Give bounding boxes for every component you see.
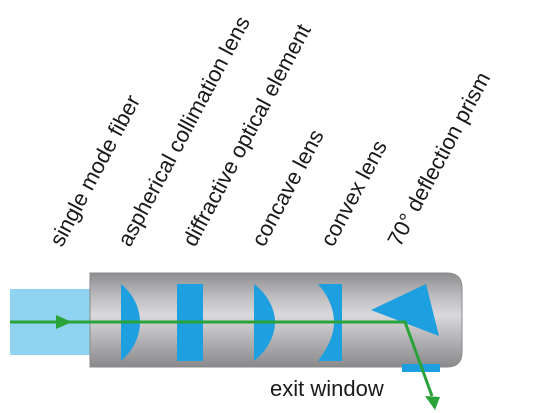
beam-arrow-mid <box>56 315 72 329</box>
label-exit-window: exit window <box>270 376 384 401</box>
laser-beam <box>10 320 434 397</box>
label-convex-lens: convex lens <box>315 136 392 250</box>
convex-lens <box>318 284 342 361</box>
beam-arrow-exit <box>425 396 440 410</box>
label-deflection-prism: 70° deflection prism <box>382 68 495 251</box>
label-concave-lens: concave lens <box>246 125 328 250</box>
deflection-prism <box>371 284 439 336</box>
label-diffractive-optical-element: diffractive optical element <box>177 20 315 251</box>
